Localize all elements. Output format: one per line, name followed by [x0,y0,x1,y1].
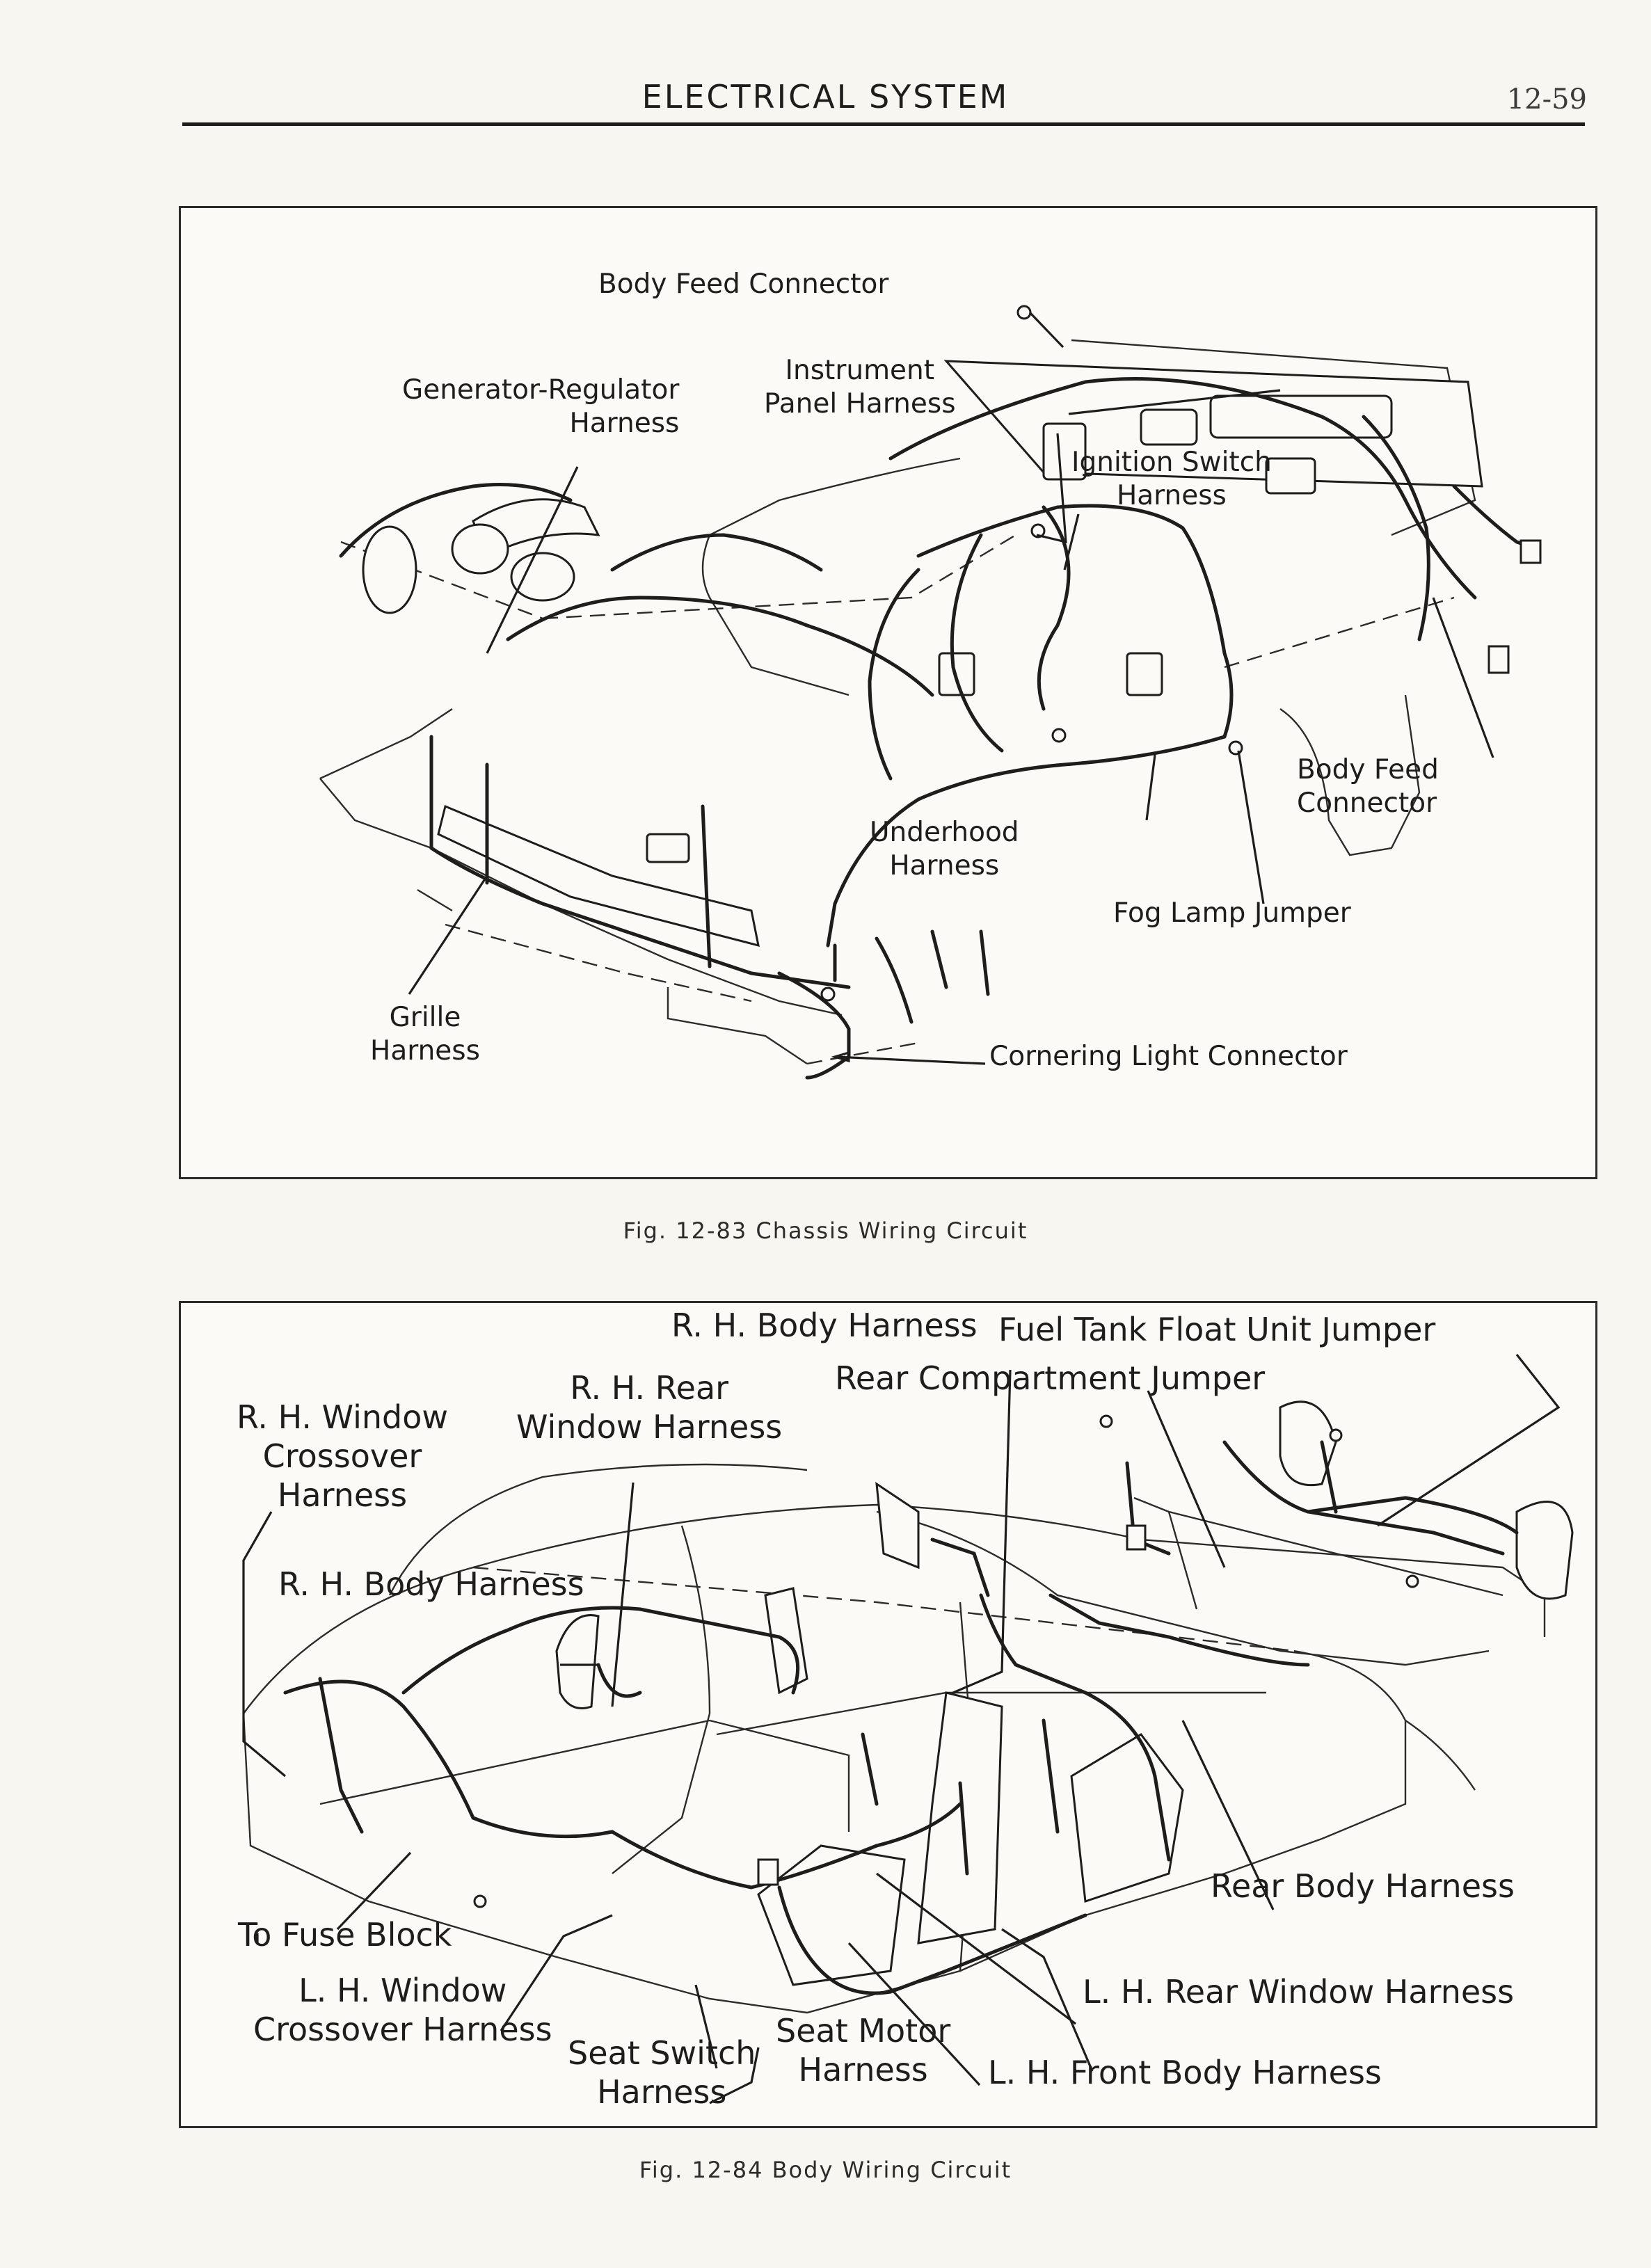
label-cornering-light-connector: Cornering Light Connector [989,1041,1348,1072]
chassis-wiring-figure: Body Feed Connector Instrument Panel Har… [179,206,1597,1179]
label-fog-lamp-jumper: Fog Lamp Jumper [1113,897,1351,929]
label-fuel-tank-float-unit-jumper: Fuel Tank Float Unit Jumper [998,1311,1436,1348]
label-seat-motor-harness: Seat Motor Harness [776,2012,951,2089]
figure1-caption: Fig. 12-83 Chassis Wiring Circuit [623,1217,1028,1244]
label-instrument-panel-harness: Instrument Panel Harness [764,355,956,420]
label-ignition-switch-harness: Ignition Switch Harness [1071,447,1272,511]
label-body-feed-connector-right: Body Feed Connector [1297,754,1439,819]
label-generator-regulator-harness: Generator-Regulator Harness [402,374,680,439]
label-rh-body-harness-top: R. H. Body Harness [671,1307,978,1344]
page-header-title: ELECTRICAL SYSTEM [641,78,1010,115]
label-lh-window-crossover-harness: L. H. Window Crossover Harness [253,1972,552,2049]
figure2-caption: Fig. 12-84 Body Wiring Circuit [639,2157,1012,2183]
label-seat-switch-harness: Seat Switch Harness [568,2034,756,2111]
label-rh-rear-window-harness: R. H. Rear Window Harness [516,1369,783,1446]
label-grille-harness: Grille Harness [370,1002,480,1067]
label-underhood-harness: Underhood Harness [870,817,1019,881]
chassis-wiring-illustration [319,305,1542,1080]
label-rh-body-harness-left: R. H. Body Harness [278,1565,584,1603]
page-number: 12-59 [1506,83,1587,115]
body-wiring-illustration [242,1354,1574,2105]
label-rh-window-crossover-harness: R. H. Window Crossover Harness [237,1398,448,1515]
label-lh-rear-window-harness: L. H. Rear Window Harness [1083,1973,1515,2011]
label-rear-body-harness: Rear Body Harness [1211,1867,1515,1905]
body-wiring-figure: R. H. Body Harness Fuel Tank Float Unit … [179,1301,1597,2128]
label-lh-front-body-harness: L. H. Front Body Harness [988,2054,1382,2091]
label-rear-compartment-jumper: Rear Compartment Jumper [835,1359,1266,1397]
label-to-fuse-block: To Fuse Block [238,1916,452,1954]
header-rule [182,122,1585,126]
label-body-feed-connector-top: Body Feed Connector [598,269,889,300]
